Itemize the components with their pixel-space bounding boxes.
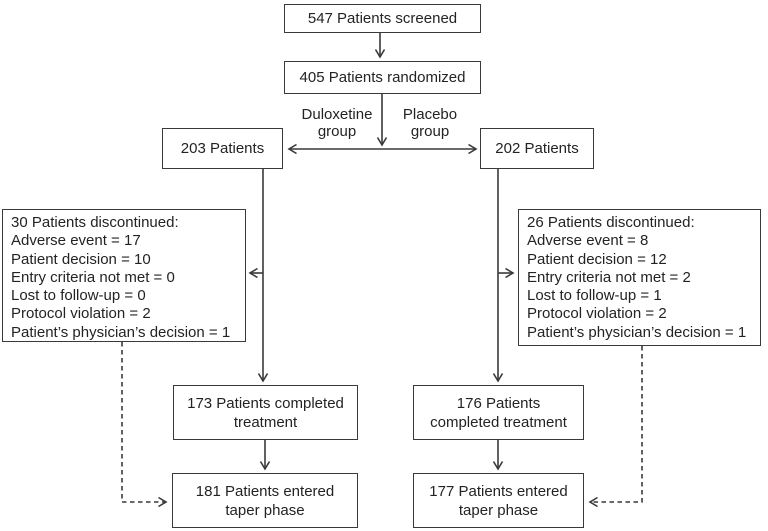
node-placebo-taper-label: 177 Patients entered taper phase: [429, 482, 568, 519]
node-duloxetine-discontinued-label: 30 Patients discontinued: Adverse event …: [11, 214, 231, 341]
node-duloxetine-taper: 181 Patients entered taper phase: [172, 473, 358, 528]
node-duloxetine-patients: 203 Patients: [162, 128, 283, 169]
dashed-arrow-placebo-discontinued-to-taper: [588, 346, 643, 508]
label-placebo-group: Placebo group: [402, 106, 458, 140]
node-placebo-completed: 176 Patients completed treatment: [413, 385, 584, 440]
node-patients-screened: 547 Patients screened: [284, 4, 481, 33]
node-placebo-patients-label: 202 Patients: [495, 140, 579, 157]
node-patients-randomized-label: 405 Patients randomized: [299, 69, 466, 86]
node-duloxetine-patients-label: 203 Patients: [180, 140, 265, 157]
node-placebo-completed-label: 176 Patients completed treatment: [430, 394, 567, 431]
node-placebo-discontinued-label: 26 Patients discontinued: Adverse event …: [527, 214, 747, 341]
node-placebo-patients: 202 Patients: [480, 128, 594, 169]
node-patients-randomized: 405 Patients randomized: [284, 61, 481, 94]
node-duloxetine-taper-label: 181 Patients entered taper phase: [195, 482, 335, 519]
dashed-arrow-duloxetine-discontinued-to-taper: [121, 342, 168, 508]
node-duloxetine-discontinued: 30 Patients discontinued: Adverse event …: [2, 209, 246, 342]
node-duloxetine-completed-label: 173 Patients completed treatment: [187, 394, 344, 431]
node-placebo-discontinued: 26 Patients discontinued: Adverse event …: [518, 209, 761, 346]
label-duloxetine-group: Duloxetine group: [301, 106, 373, 140]
node-patients-screened-label: 547 Patients screened: [307, 10, 458, 27]
node-placebo-taper: 177 Patients entered taper phase: [413, 473, 584, 528]
node-duloxetine-completed: 173 Patients completed treatment: [173, 385, 358, 440]
